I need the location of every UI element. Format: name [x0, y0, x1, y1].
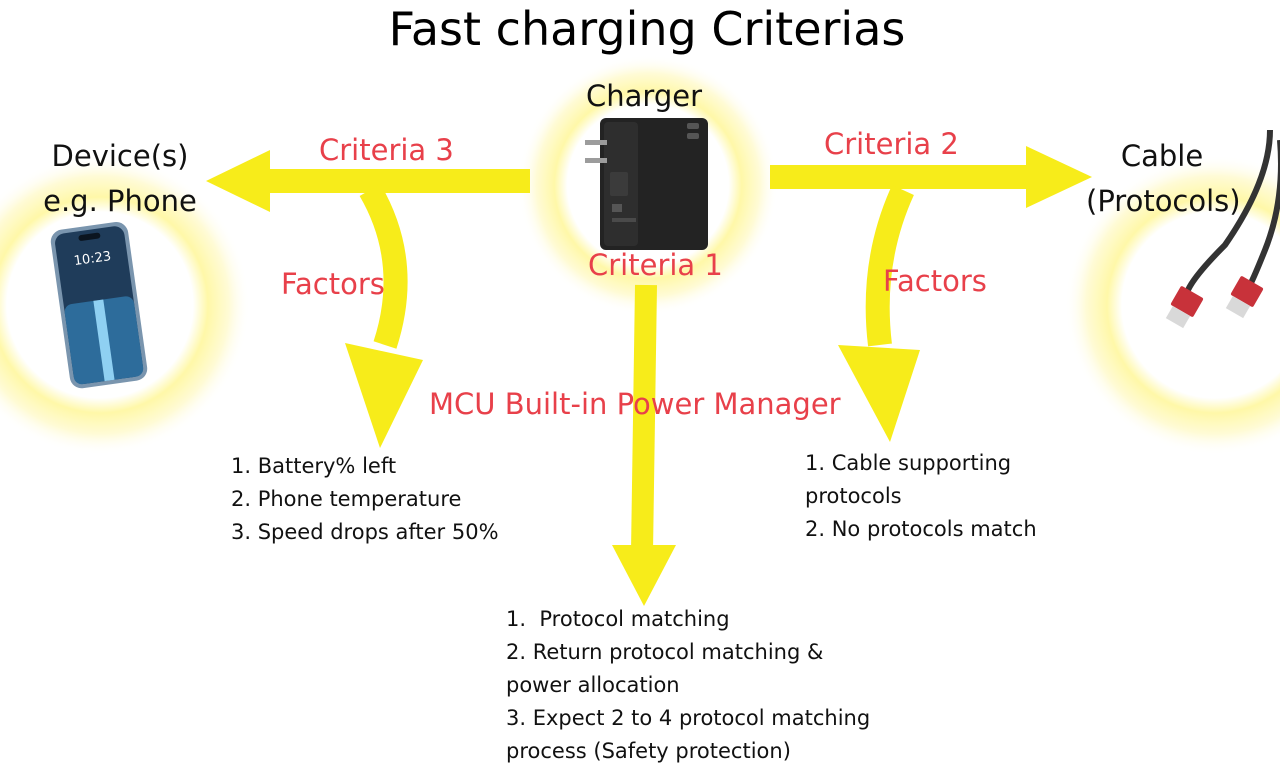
- list-item: process (Safety protection): [506, 739, 791, 763]
- list-item: 1. Protocol matching: [506, 607, 730, 631]
- list-item: protocols: [805, 484, 902, 508]
- criteria2-label: Criteria 2: [824, 127, 959, 161]
- device-label: Device(s) e.g. Phone: [40, 134, 200, 224]
- list-item: 2. Return protocol matching &: [506, 640, 824, 664]
- criteria3-arrowhead: [206, 150, 270, 212]
- list-item: power allocation: [506, 673, 680, 697]
- charger-label: Charger: [586, 79, 702, 113]
- list-item: 2. No protocols match: [805, 517, 1037, 541]
- criteria1-label: Criteria 1: [588, 248, 723, 282]
- factors-left-arrowhead: [345, 343, 423, 448]
- list-item: 3. Speed drops after 50%: [231, 520, 499, 544]
- mcu-label: MCU Built-in Power Manager: [429, 387, 841, 421]
- device-label-line2: e.g. Phone: [43, 184, 197, 218]
- device-label-line1: Device(s): [51, 139, 189, 173]
- cable-label-line2: (Protocols): [1086, 184, 1241, 218]
- list-item: 1. Cable supporting: [805, 451, 1012, 475]
- list-item: 1. Battery% left: [231, 454, 397, 478]
- factors-left-label: Factors: [281, 267, 385, 301]
- cable-label-line1: Cable: [1120, 139, 1204, 173]
- factors-right-label: Factors: [883, 264, 987, 298]
- factors-right-arrow: [865, 185, 914, 347]
- page-title: Fast charging Criterias: [388, 2, 906, 56]
- charger-steps-list: 1. Protocol matching 2. Return protocol …: [506, 603, 870, 768]
- phone-image: 10:23: [50, 222, 148, 389]
- cable-factors-list: 1. Cable supporting protocols 2. No prot…: [805, 447, 1037, 546]
- cable-label: Cable (Protocols): [1086, 134, 1241, 224]
- criteria1-arrow: [631, 284, 657, 553]
- criteria3-label: Criteria 3: [319, 133, 454, 167]
- factors-right-arrowhead: [838, 345, 920, 442]
- criteria2-arrowhead: [1026, 146, 1092, 208]
- charger-image: [585, 118, 708, 250]
- criteria1-arrowhead: [612, 545, 676, 606]
- cable-image: [1165, 129, 1280, 329]
- svg-text:10:23: 10:23: [73, 249, 112, 269]
- list-item: 3. Expect 2 to 4 protocol matching: [506, 706, 871, 730]
- list-item: 2. Phone temperature: [231, 487, 462, 511]
- factors-left-arrow: [359, 183, 408, 349]
- device-factors-list: 1. Battery% left 2. Phone temperature 3.…: [231, 450, 499, 549]
